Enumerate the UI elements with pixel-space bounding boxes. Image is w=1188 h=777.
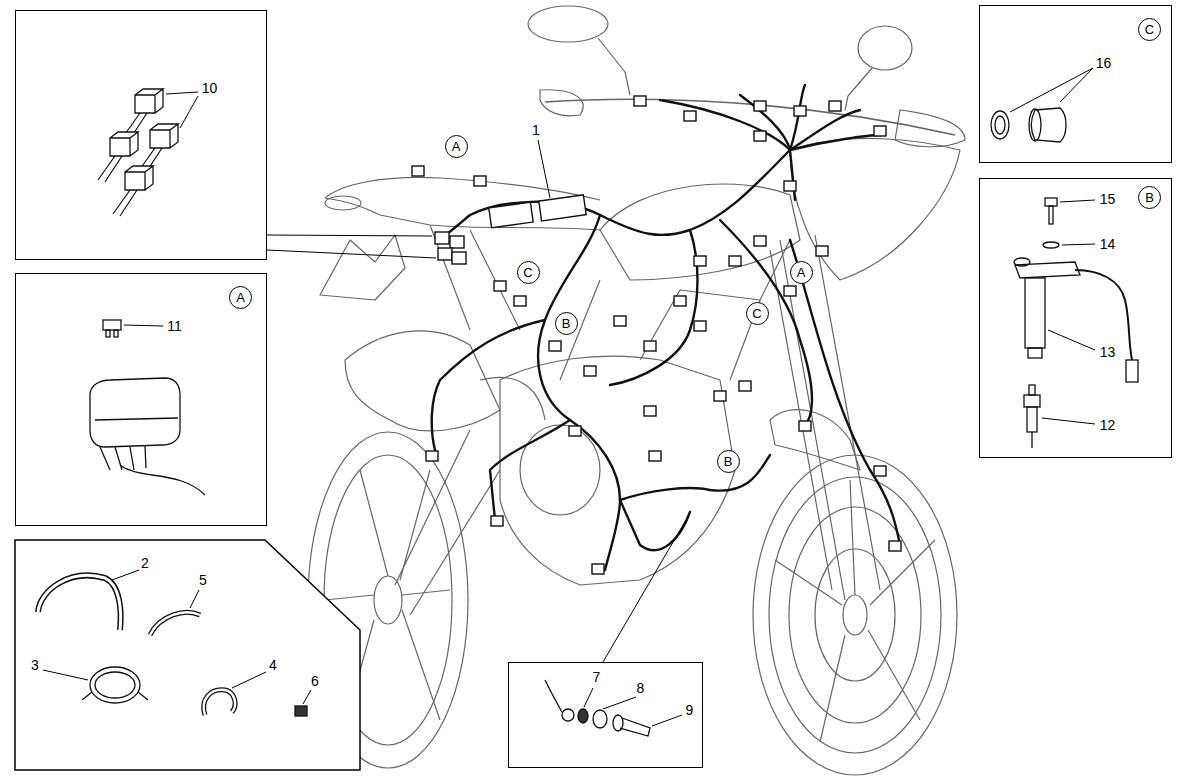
callout-letter: C <box>1145 23 1154 36</box>
inset-panel: 10 <box>15 10 267 260</box>
inset-panel: 2 5 3 4 6 <box>15 540 360 770</box>
inset-panel: 16 C <box>979 5 1172 163</box>
callout-letter-circle: A <box>445 135 468 158</box>
callout-number: 2 <box>141 556 149 570</box>
callout-number: 15 <box>1100 192 1116 206</box>
inset-panel: 15 14 13 12 B <box>979 178 1172 458</box>
callout-letter-circle: B <box>717 450 740 473</box>
callout-number: 1 <box>532 123 540 137</box>
callout-letter: C <box>523 266 532 279</box>
callout-number: 9 <box>686 703 694 717</box>
callout-letter-circle: A <box>790 261 813 284</box>
callout-letter: A <box>452 140 461 153</box>
callout-letter-circle: B <box>1138 186 1161 209</box>
callout-letter-circle: C <box>517 261 540 284</box>
callout-number: 16 <box>1096 56 1112 70</box>
callout-number: 6 <box>311 674 319 688</box>
callout-number: 12 <box>1100 418 1116 432</box>
callout-number: 3 <box>31 658 39 672</box>
callout-number: 5 <box>199 573 207 587</box>
callout-letter-circle: A <box>229 286 252 309</box>
inset-panel: 7 8 9 <box>508 662 703 768</box>
callout-letter-circle: B <box>555 312 578 335</box>
callout-letter: A <box>797 266 806 279</box>
callout-letter: C <box>752 307 761 320</box>
callout-number: 8 <box>637 681 645 695</box>
callout-letter: B <box>724 455 733 468</box>
callout-letter-circle: C <box>746 302 769 325</box>
callout-number: 7 <box>593 670 601 684</box>
callout-letter: B <box>1145 191 1154 204</box>
callout-number: 14 <box>1100 237 1116 251</box>
inset-panel: 11 A <box>15 273 267 526</box>
callout-number: 13 <box>1100 345 1116 359</box>
callout-letter: A <box>236 291 245 304</box>
callout-number: 11 <box>167 319 182 333</box>
callout-letter: B <box>562 317 571 330</box>
callout-number: 4 <box>269 658 277 672</box>
inset-outline <box>15 540 360 770</box>
callout-number: 10 <box>202 81 218 95</box>
callout-letter-circle: C <box>1138 18 1161 41</box>
